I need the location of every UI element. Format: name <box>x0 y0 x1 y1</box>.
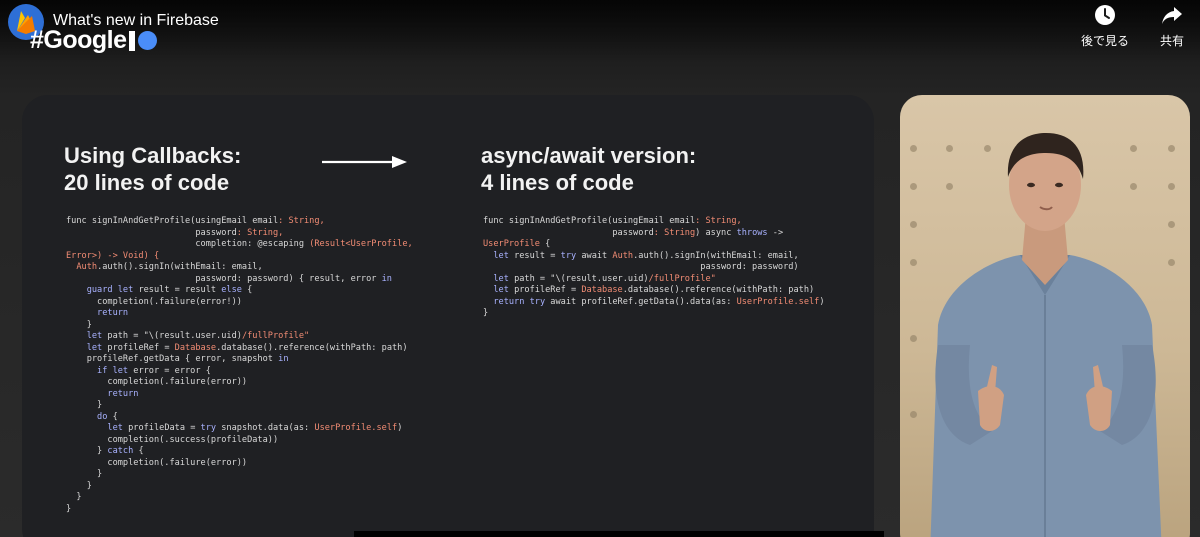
code-line: completion(.success(profileData)) <box>66 434 279 445</box>
pegboard-dot <box>984 145 991 152</box>
arrow-right-icon <box>322 156 407 168</box>
share-label: 共有 <box>1159 34 1184 48</box>
callbacks-heading-line2: 20 lines of code <box>64 170 230 195</box>
code-line: UserProfile { <box>483 239 551 249</box>
pegboard-dot <box>1168 145 1175 152</box>
video-title[interactable]: What's new in Firebase <box>53 12 219 29</box>
pegboard-dot <box>1168 183 1175 190</box>
code-line: return try await profileRef.getData().da… <box>493 296 825 307</box>
code-line: guard let result = result else { <box>86 285 253 295</box>
pegboard-dot <box>910 145 917 152</box>
pegboard-dot <box>1168 221 1175 228</box>
async-heading-line2: 4 lines of code <box>481 170 634 195</box>
code-line: completion(.failure(error)) <box>66 457 248 468</box>
code-line: Error>) -> Void) { <box>66 250 160 261</box>
code-line: let profileData = try snapshot.data(as: … <box>107 423 403 433</box>
code-line: let path = "\(result.user.uid)/fullProfi… <box>493 273 716 284</box>
pegboard-dot <box>910 259 917 266</box>
async-heading-line1: async/await version: <box>481 143 697 168</box>
callbacks-heading-line1: Using Callbacks: <box>64 143 242 168</box>
pegboard-dot <box>946 145 953 152</box>
watch-later-label: 後で見る <box>1080 34 1129 48</box>
async-heading: async/await version: 4 lines of code <box>481 142 696 196</box>
code-line: password: password) { result, error in <box>66 273 392 284</box>
callbacks-heading: Using Callbacks: 20 lines of code <box>64 142 241 196</box>
code-line: func signInAndGetProfile(usingEmail emai… <box>483 216 742 226</box>
code-line: let path = "\(result.user.uid)/fullProfi… <box>86 331 310 341</box>
callbacks-code-block: func signInAndGetProfile(usingEmail emai… <box>66 216 413 515</box>
code-line: return <box>107 388 139 399</box>
code-line: completion(.failure(error!)) <box>66 296 242 307</box>
io-bar-shape <box>128 30 135 51</box>
clock-icon <box>1095 5 1115 25</box>
code-line: } <box>66 492 82 502</box>
event-logo-text: #Google <box>30 26 127 54</box>
progress-bar-track[interactable] <box>354 531 884 537</box>
code-line: password: password) <box>483 262 799 272</box>
code-line: if let error = error { <box>97 365 211 376</box>
presenter-video <box>900 95 1190 537</box>
code-line: password: String, <box>66 227 284 238</box>
presenter-figure <box>930 133 1162 537</box>
pegboard-dot <box>1130 145 1137 152</box>
pegboard-dot <box>910 183 917 190</box>
code-line: let profileRef = Database.database().ref… <box>493 285 815 295</box>
video-top-overlay: What's new in Firebase #Google 後で見る 共有 <box>0 0 1200 62</box>
code-line: completion: @escaping (Result<UserProfil… <box>66 239 413 249</box>
channel-avatar[interactable] <box>8 4 44 40</box>
pegboard-dot <box>1130 183 1137 190</box>
code-line: } <box>66 469 103 479</box>
pegboard-dot <box>1168 259 1175 266</box>
pegboard-dot <box>910 335 917 342</box>
code-line: do { <box>97 411 118 422</box>
code-line: } <box>483 308 489 318</box>
code-line: } <box>66 400 103 410</box>
code-line: Auth.auth().signIn(withEmail: email, <box>76 262 263 272</box>
code-line: } <box>66 503 72 514</box>
code-line: return <box>97 308 129 318</box>
code-line: } <box>66 319 92 330</box>
code-line: } catch { <box>66 446 144 456</box>
code-line: let profileRef = Database.database().ref… <box>86 342 408 353</box>
code-line: password: String) async throws -> <box>483 227 784 238</box>
pegboard-dot <box>946 183 953 190</box>
pegboard-dot <box>910 221 917 228</box>
firebase-icon <box>17 11 35 34</box>
code-line: completion(.failure(error)) <box>66 377 248 387</box>
code-line: profileRef.getData { error, snapshot in <box>66 354 289 364</box>
share-button[interactable]: 共有 <box>1148 4 1196 49</box>
async-code-block: func signInAndGetProfile(usingEmail emai… <box>483 216 825 320</box>
google-io-logo: #Google <box>30 26 157 55</box>
watch-later-button[interactable]: 後で見る <box>1075 4 1135 49</box>
code-slide: Using Callbacks: 20 lines of code async/… <box>22 95 874 537</box>
code-line: func signInAndGetProfile(usingEmail emai… <box>66 216 325 226</box>
code-line: } <box>66 480 92 491</box>
pegboard-dot <box>910 411 917 418</box>
io-circle-shape <box>137 31 157 50</box>
share-icon <box>1162 7 1182 24</box>
code-line: let result = try await Auth.auth().signI… <box>493 250 799 261</box>
